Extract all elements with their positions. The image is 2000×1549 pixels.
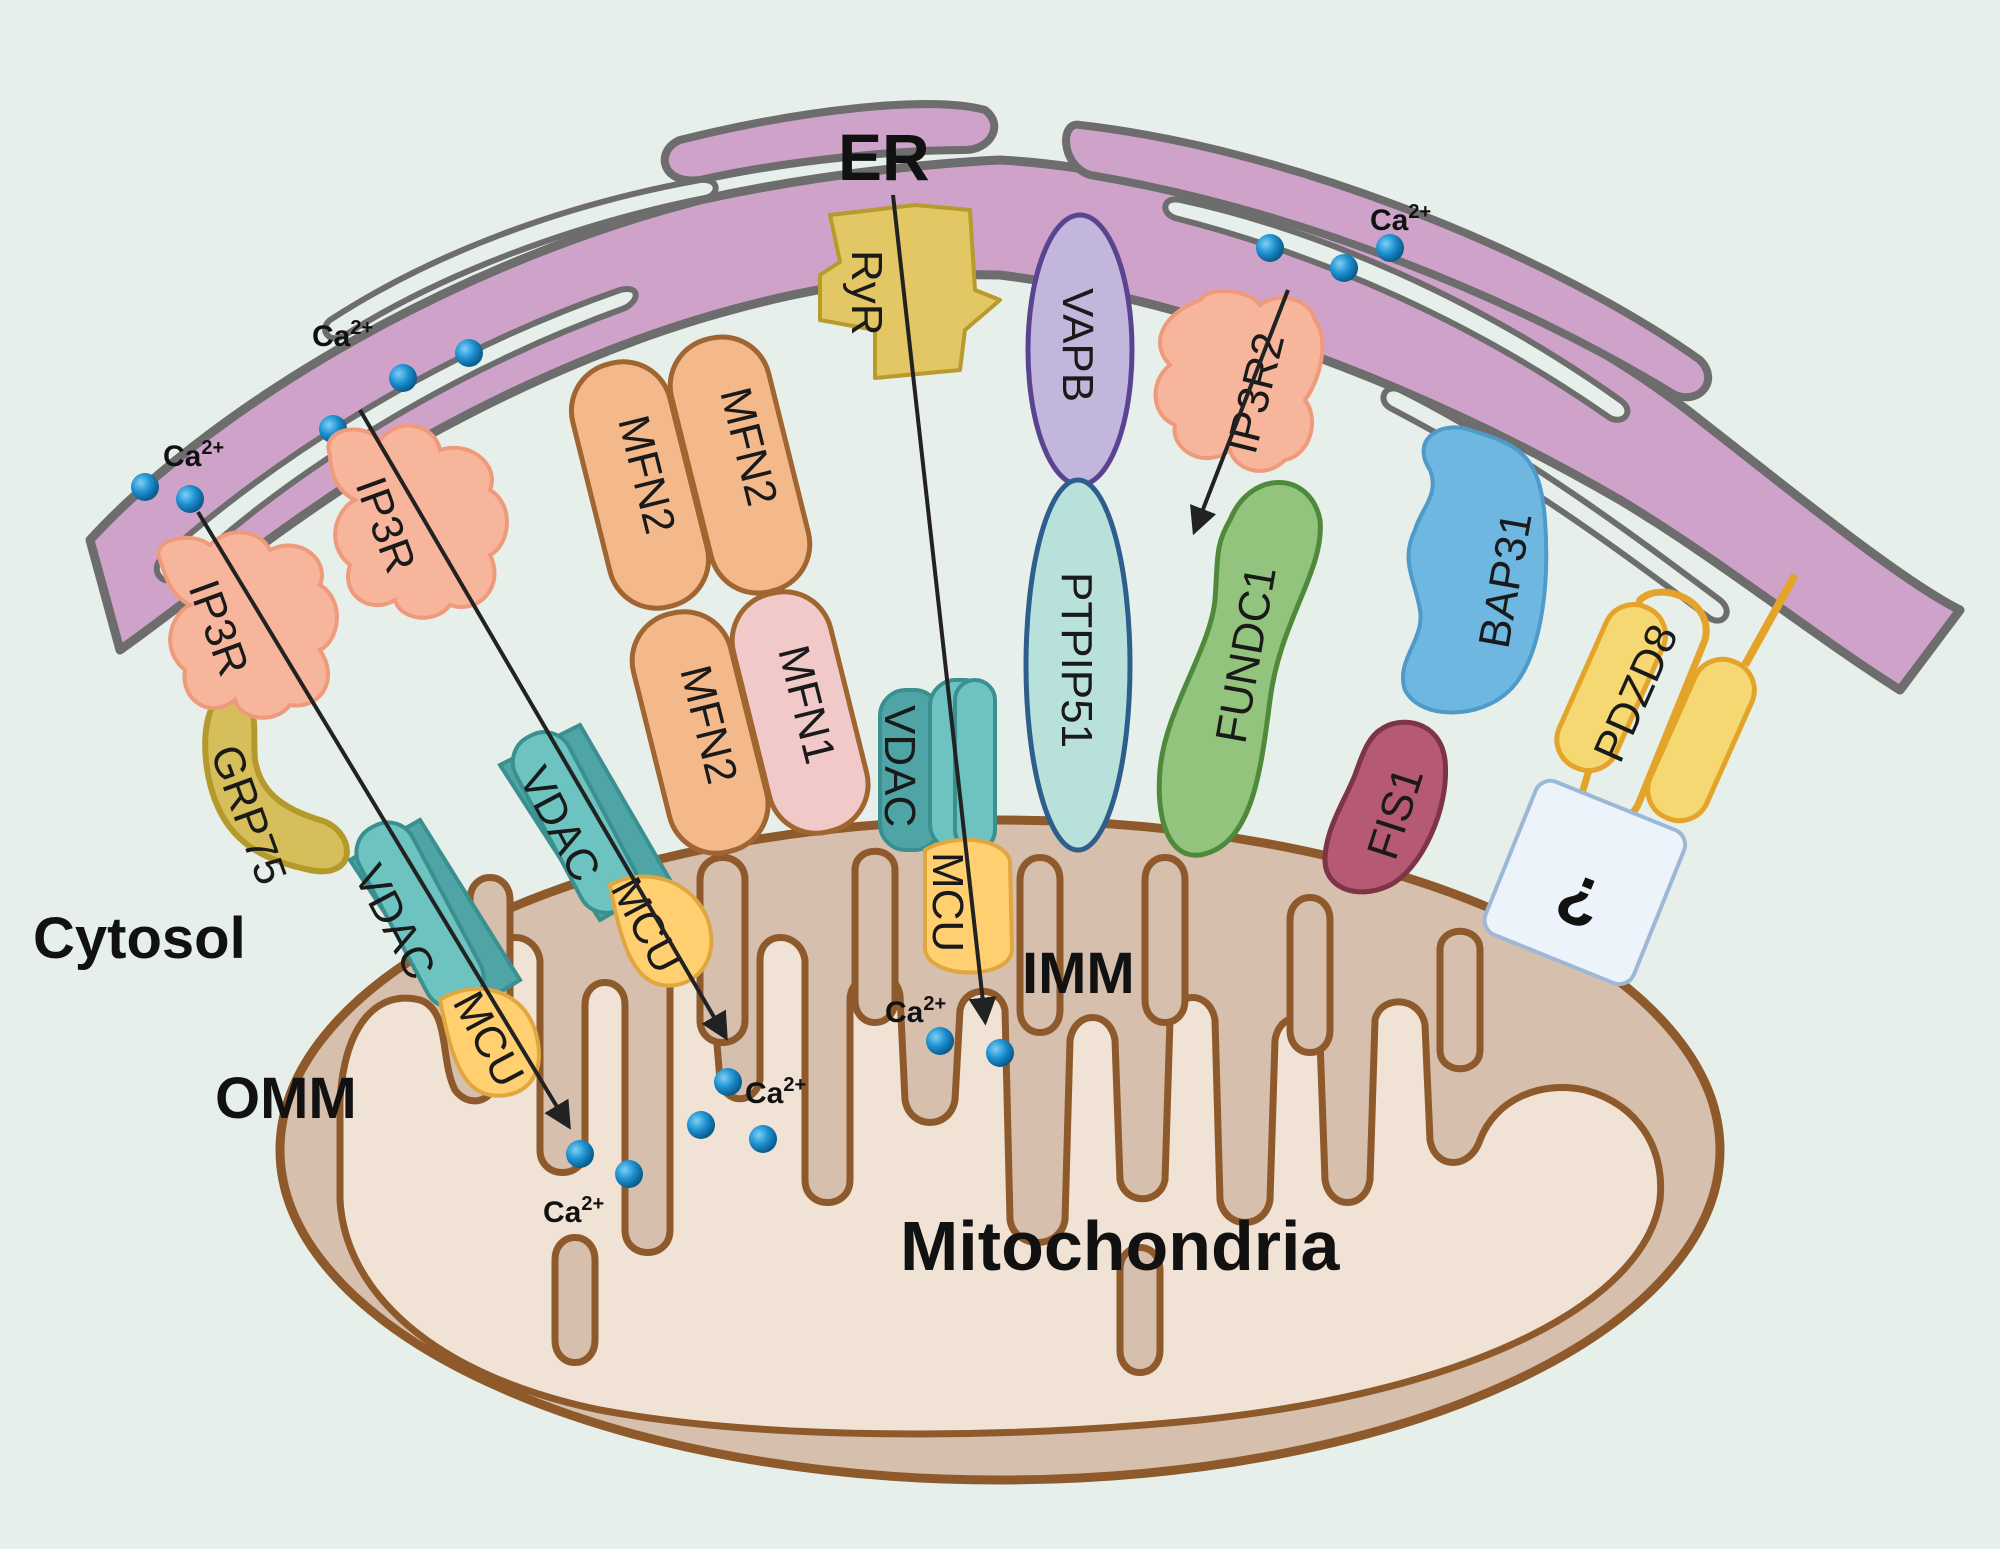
calcium-ions <box>131 234 1404 1188</box>
calcium-label: Ca2+ <box>543 1193 604 1229</box>
mfn1-protein: MFN1 <box>729 589 871 836</box>
vdac-label: VDAC <box>875 705 924 827</box>
er-cisterna-right-top <box>1062 120 1713 402</box>
calcium-ion <box>455 339 483 367</box>
mitochondrion <box>275 815 1725 1485</box>
vapb-label: VAPB <box>1053 288 1102 402</box>
inner-mitochondrial-membrane <box>336 934 1665 1438</box>
calcium-label: Ca2+ <box>163 437 224 473</box>
calcium-ion <box>389 364 417 392</box>
calcium-ion <box>566 1140 594 1168</box>
calcium-ion <box>714 1068 742 1096</box>
mitochondria-label: Mitochondria <box>900 1207 1340 1285</box>
mfn2-top-right-protein: MFN2 <box>667 334 813 596</box>
ptpip51-protein: PTPIP51 <box>1023 477 1133 853</box>
calcium-ion <box>926 1027 954 1055</box>
calcium-flux-arrow <box>1190 289 1290 536</box>
mfn2-bottom-protein: MFN2 <box>629 609 771 856</box>
mfn2-top-left-protein: MFN2 <box>568 359 712 611</box>
fundc1-protein: FUNDC1 <box>1156 480 1323 858</box>
calcium-flux-arrows <box>196 194 1290 1130</box>
omm-label: OMM <box>215 1066 357 1131</box>
calcium-ion <box>749 1125 777 1153</box>
ryr-label: RyR <box>842 250 891 336</box>
bap31-protein: BAP31 <box>1401 425 1549 715</box>
calcium-ion <box>131 473 159 501</box>
er-membrane-band <box>85 155 1965 695</box>
calcium-ion <box>687 1111 715 1139</box>
ryr-protein: RyR <box>818 203 1002 380</box>
calcium-flux-arrow <box>358 408 728 1041</box>
fis1-protein: FIS1 <box>1322 719 1449 895</box>
calcium-label: Ca2+ <box>1370 201 1431 237</box>
calcium-ion <box>615 1160 643 1188</box>
er-label: ER <box>838 120 930 194</box>
cytosol-label: Cytosol <box>33 906 246 971</box>
calcium-labels: Ca2+ Ca2+ Ca2+ Ca2+ Ca2+ Ca2+ <box>163 201 1431 1229</box>
mcu-label: MCU <box>923 852 972 952</box>
calcium-flux-arrow <box>196 510 571 1130</box>
calcium-ion <box>1376 234 1404 262</box>
calcium-label: Ca2+ <box>745 1074 806 1110</box>
imm-label: IMM <box>1022 941 1135 1006</box>
vdac-3-protein: VDAC <box>875 678 997 852</box>
vapb-protein: VAPB <box>1025 212 1135 488</box>
ptpip51-label: PTPIP51 <box>1052 572 1101 748</box>
ip3r-middle-protein: IP3R <box>326 423 509 620</box>
calcium-flux-arrow <box>891 194 997 1026</box>
calcium-label: Ca2+ <box>312 317 373 353</box>
calcium-label: Ca2+ <box>885 993 946 1029</box>
vdac-1-protein: VDAC <box>344 817 523 1023</box>
calcium-ion <box>1330 254 1358 282</box>
mcu-3-protein: MCU <box>923 837 1015 975</box>
ip3r2-protein: IP3R2 <box>1153 288 1325 473</box>
ip3r-left-protein: IP3R <box>156 530 339 720</box>
calcium-ion <box>1256 234 1284 262</box>
calcium-ion <box>176 485 204 513</box>
unknown-partner-protein: ¿ <box>1482 778 1688 987</box>
pdzd8-protein: PDZD8 <box>1554 573 1799 826</box>
calcium-ion <box>986 1039 1014 1067</box>
